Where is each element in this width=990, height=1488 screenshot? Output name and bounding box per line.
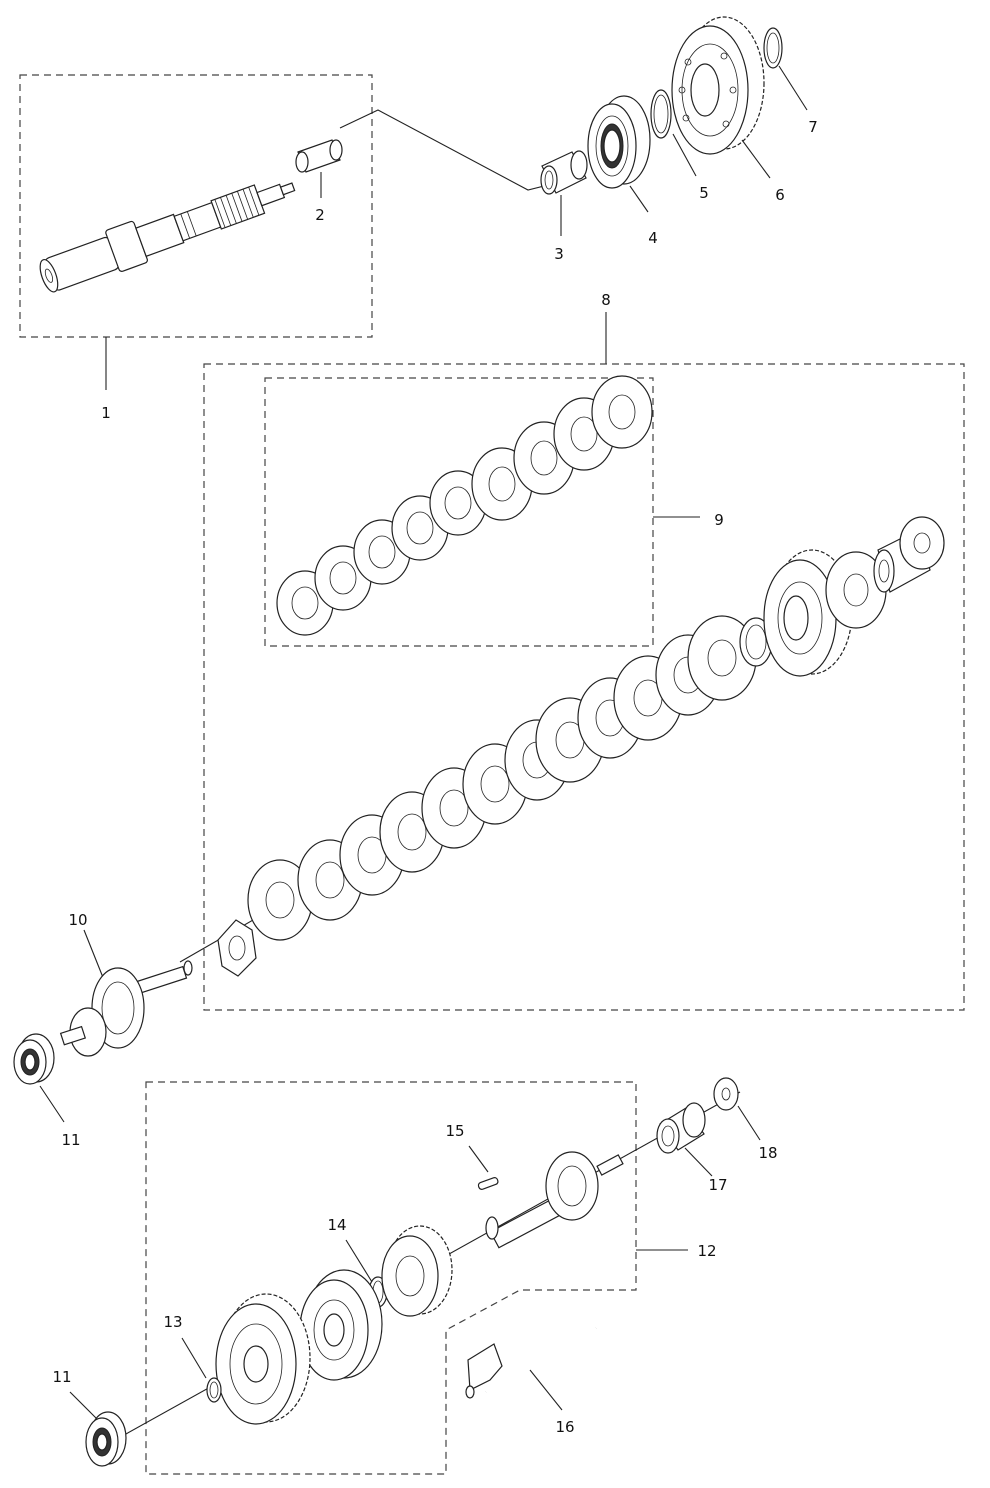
gear-lower-large (215, 1293, 311, 1425)
callout-13: 13 (163, 1313, 183, 1331)
callout-12: 12 (697, 1242, 717, 1260)
callout-18: 18 (758, 1144, 778, 1162)
pinion-shaft-lower (485, 1151, 624, 1249)
clutch-hub (873, 516, 945, 593)
shift-fork-part-16 (465, 1326, 598, 1399)
group-box-lower (145, 1081, 637, 1475)
circlip-part-13 (206, 1377, 222, 1403)
circlip-part-5 (650, 89, 672, 139)
callout-2: 2 (315, 206, 325, 224)
callout-6: 6 (775, 186, 785, 204)
bearing-part-11-upper (13, 1033, 55, 1085)
sleeve-part-2 (295, 139, 343, 173)
washer-part-18 (713, 1077, 739, 1111)
callout-11-lower: 11 (52, 1368, 72, 1386)
gear-part-6 (671, 16, 765, 155)
callout-8: 8 (601, 291, 611, 309)
callout-10: 10 (68, 911, 88, 929)
callout-1: 1 (101, 404, 111, 422)
pinion-shaft-part-10 (59, 960, 193, 1057)
callout-3: 3 (554, 245, 564, 263)
callout-4: 4 (648, 229, 658, 247)
bearing-part-4 (587, 95, 651, 189)
callout-16: 16 (555, 1418, 575, 1436)
bearing-part-11-lower (85, 1411, 127, 1467)
main-shaft (39, 182, 296, 293)
callout-11-upper: 11 (61, 1131, 81, 1149)
disc-set-9 (276, 375, 653, 636)
callout-7: 7 (808, 118, 818, 136)
lock-nut (217, 919, 257, 977)
group-box-shaft (19, 74, 373, 338)
sleeve-part-3 (540, 150, 588, 195)
key-part-15 (477, 1177, 499, 1190)
callout-9: 9 (714, 511, 724, 529)
group-box-clutch (203, 363, 965, 1011)
callout-15: 15 (445, 1122, 465, 1140)
drum-lower (299, 1269, 383, 1381)
circlip-part-7 (763, 27, 783, 69)
group-box-discs (264, 377, 654, 647)
callout-17: 17 (708, 1176, 728, 1194)
callout-14: 14 (327, 1216, 347, 1234)
callout-5: 5 (699, 184, 709, 202)
clutch-disc-stack (247, 615, 773, 941)
gear-lower-small (381, 1225, 453, 1317)
sleeve-part-17 (656, 1102, 706, 1154)
